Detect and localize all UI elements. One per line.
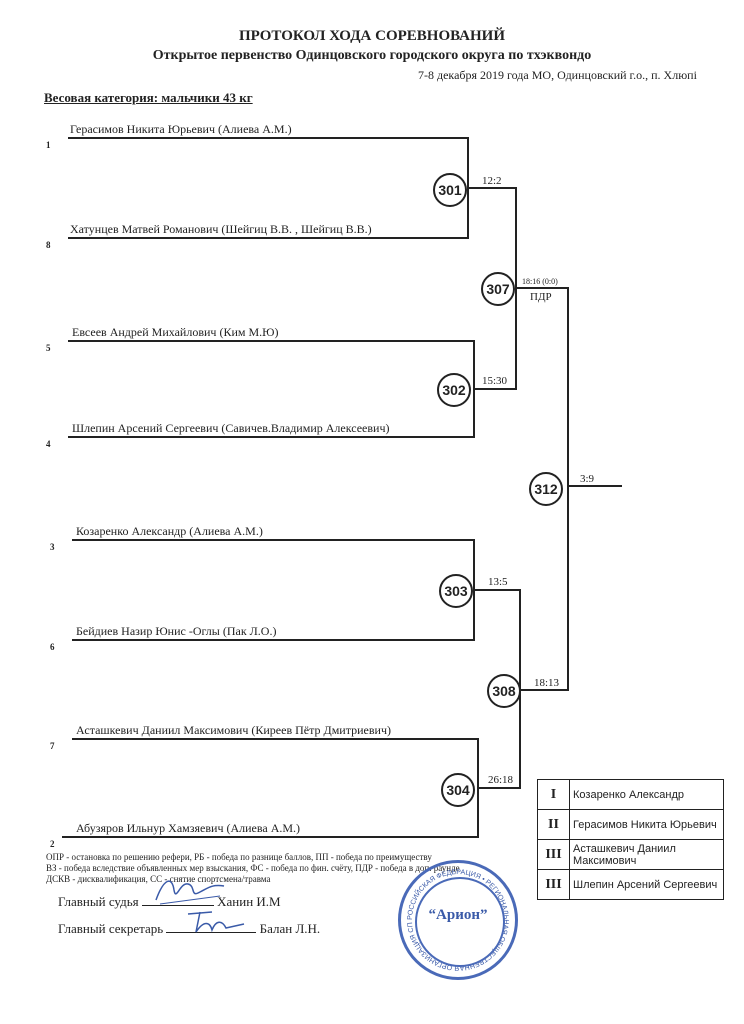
- organization-stamp: РОССИЙСКАЯ ФЕДЕРАЦИЯ • РЕГИОНАЛЬНАЯ ОБЩЕ…: [398, 860, 518, 980]
- match-number-badge: 302: [437, 373, 471, 407]
- secretary-signature: [187, 911, 245, 933]
- place-cell: II: [537, 809, 570, 840]
- match-score: 13:5: [488, 576, 508, 588]
- seed-number: 8: [46, 240, 51, 250]
- legend-line: ОПР - остановка по решению рефери, РБ - …: [46, 852, 432, 862]
- match-score: 18:13: [534, 677, 560, 689]
- match-score: 26:18: [488, 774, 514, 786]
- seed-number: 2: [50, 839, 55, 849]
- signature-line: [166, 932, 257, 933]
- seed-number: 4: [46, 439, 51, 449]
- seed-number: 3: [50, 542, 55, 552]
- participant-name: Асташкевич Даниил Максимович (Киреев Пёт…: [76, 723, 391, 737]
- event-dates-location: 7-8 декабря 2019 года МО, Одинцовский г.…: [418, 68, 697, 82]
- place-cell: III: [537, 869, 570, 900]
- match-score: 15:30: [482, 375, 508, 387]
- seed-number: 5: [46, 343, 51, 353]
- seed-number: 7: [50, 741, 55, 751]
- participant-name: Козаренко Александр (Алиева А.М.): [76, 524, 263, 538]
- match-number-badge: 308: [487, 674, 521, 708]
- participant-name: Шлепин Арсений Сергеевич (Савичев.Владим…: [72, 421, 390, 435]
- winner-name-cell: Асташкевич Даниил Максимович: [569, 839, 724, 870]
- winner-name-cell: Шлепин Арсений Сергеевич: [569, 869, 724, 900]
- chief-judge-line: Главный судья Ханин И.М: [58, 894, 281, 910]
- chief-secretary-name: Балан Л.Н.: [259, 921, 321, 936]
- table-row: I Козаренко Александр: [537, 779, 724, 810]
- table-row: III Асташкевич Даниил Максимович: [537, 839, 724, 870]
- winner-name-cell: Герасимов Никита Юрьевич: [569, 809, 724, 840]
- participant-name: Хатунцев Матвей Романович (Шейгиц В.В. ,…: [70, 222, 372, 236]
- abbreviations-legend: ОПР - остановка по решению рефери, РБ - …: [46, 852, 526, 885]
- match-score: 18:16 (0:0): [522, 277, 558, 286]
- chief-secretary-label: Главный секретарь: [58, 921, 164, 936]
- seed-number: 1: [46, 140, 51, 150]
- legend-line: ВЗ - победа вследствие объявленных мер в…: [46, 863, 460, 873]
- table-row: II Герасимов Никита Юрьевич: [537, 809, 724, 840]
- chief-judge-name: Ханин И.М: [217, 894, 281, 909]
- match-number-badge: 304: [441, 773, 475, 807]
- match-number-badge: 307: [481, 272, 515, 306]
- table-row: III Шлепин Арсений Сергеевич: [537, 869, 724, 900]
- match-number-badge: 303: [439, 574, 473, 608]
- winner-name-cell: Козаренко Александр: [569, 779, 724, 810]
- participant-name: Герасимов Никита Юрьевич (Алиева А.М.): [70, 122, 292, 136]
- match-score: 3:9: [580, 473, 595, 485]
- legend-line: ДСКВ - дисквалификация, СС - снятие спор…: [46, 874, 271, 884]
- page-subtitle: Открытое первенство Одинцовского городск…: [152, 48, 592, 63]
- chief-secretary-line: Главный секретарь Балан Л.Н.: [58, 921, 320, 937]
- judge-signature: [155, 880, 225, 905]
- stamp-inner-ring: [415, 877, 505, 967]
- stamp-name: “Арион”: [428, 907, 488, 923]
- match-score: 12:2: [482, 175, 502, 187]
- weight-category: Весовая категория: мальчики 43 кг: [44, 90, 253, 105]
- signature-line: [141, 905, 214, 906]
- participant-name: Бейдиев Назир Юнис -Оглы (Пак Л.О.): [76, 624, 277, 638]
- page-title: ПРОТОКОЛ ХОДА СОРЕВНОВАНИЙ: [238, 28, 506, 44]
- participant-name: Абузяров Ильнур Хамзяевич (Алиева А.М.): [76, 821, 301, 835]
- match-number-badge: 312: [529, 472, 563, 506]
- chief-judge-label: Главный судья: [58, 894, 139, 909]
- match-number-badge: 301: [433, 173, 467, 207]
- place-cell: III: [537, 839, 570, 870]
- results-table: I Козаренко Александр II Герасимов Никит…: [537, 779, 724, 900]
- match-result-note: ПДР: [530, 291, 552, 303]
- seed-number: 6: [50, 642, 55, 652]
- participant-name: Евсеев Андрей Михайлович (Ким М.Ю): [72, 325, 279, 339]
- place-cell: I: [537, 779, 570, 810]
